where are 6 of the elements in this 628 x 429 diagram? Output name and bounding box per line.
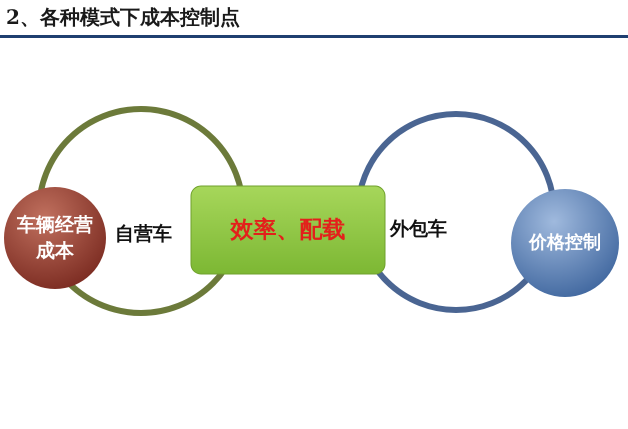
- circle-label: 价格控制: [529, 231, 601, 255]
- circle-label: 车辆经营成本: [16, 213, 94, 264]
- mode-label: 外包车: [390, 217, 447, 242]
- mode-label: 自营车: [115, 222, 172, 247]
- title: 2、各种模式下成本控制点: [6, 4, 240, 31]
- box-label: 效率、配载: [230, 217, 346, 243]
